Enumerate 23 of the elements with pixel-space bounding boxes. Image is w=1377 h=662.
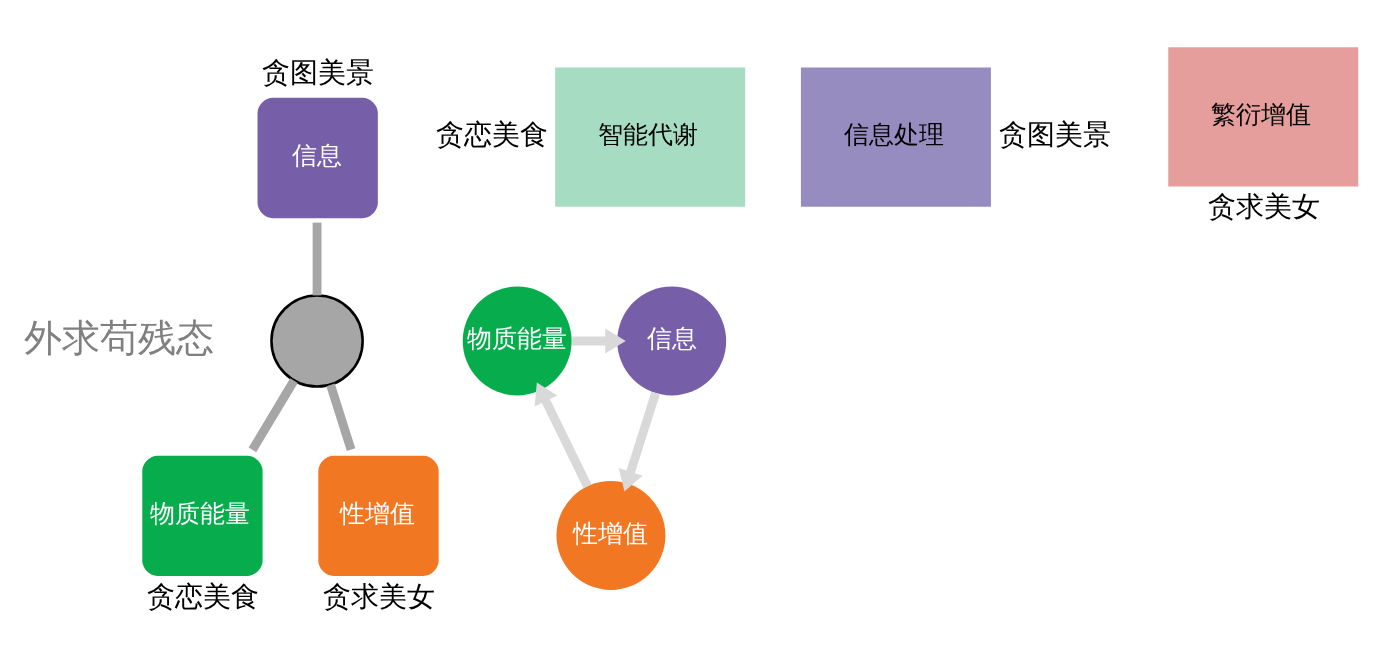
arrow: [534, 382, 592, 488]
node-box: 性增值: [318, 455, 439, 576]
connector: [312, 222, 322, 295]
node-label: 贪恋美食: [146, 579, 259, 613]
node-box: 繁衍增值: [1168, 46, 1359, 186]
label: 外求苟残态: [24, 315, 215, 359]
node-circle: [270, 293, 364, 388]
node-box: 智能代谢: [555, 66, 746, 207]
node-label: 贪图美景: [998, 117, 1111, 151]
arrow: [618, 391, 660, 491]
node-box: 物质能量: [142, 455, 263, 576]
node-box: 信息: [257, 97, 378, 218]
node-label: 贪求美女: [322, 579, 435, 613]
node-circle: 性增值: [556, 480, 666, 590]
node-label: 贪图美景: [261, 55, 374, 89]
node-circle: 信息: [617, 286, 727, 395]
node-box: 信息处理: [800, 66, 991, 207]
node-label: 贪恋美食: [436, 117, 549, 151]
arrow: [572, 327, 626, 354]
connector: [326, 383, 356, 451]
connector: [248, 377, 298, 452]
node-label: 贪求美女: [1207, 189, 1320, 223]
node-circle: 物质能量: [462, 286, 572, 395]
